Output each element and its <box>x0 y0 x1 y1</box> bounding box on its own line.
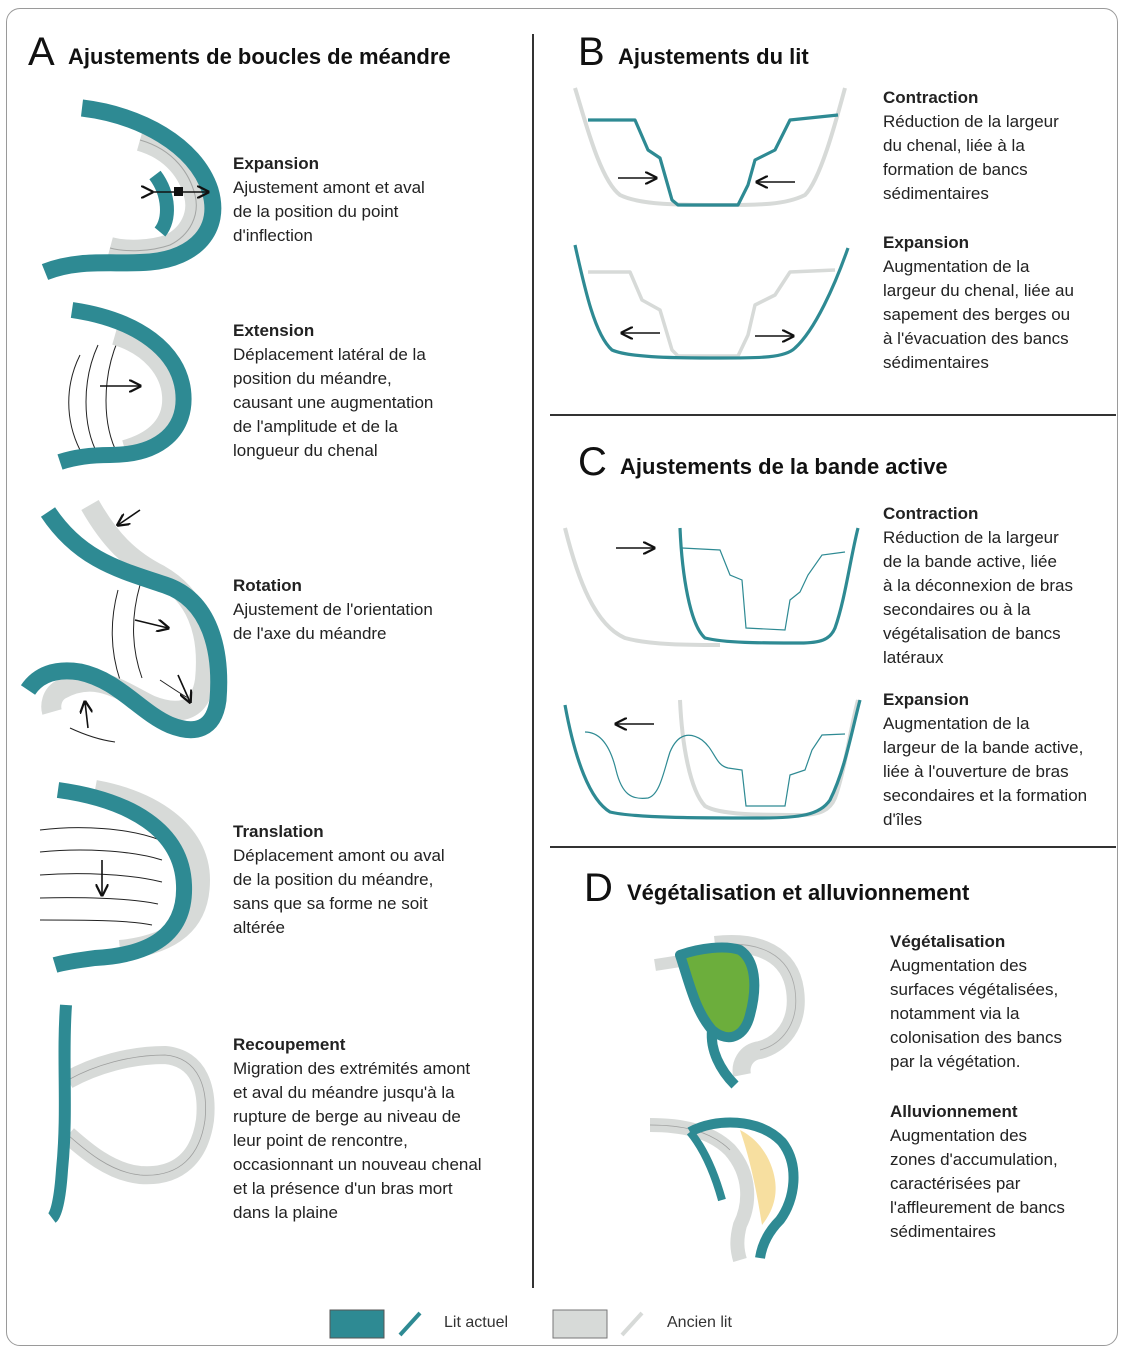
legend-current-label: Lit actuel <box>444 1314 508 1332</box>
legend-current-swatch <box>330 1310 384 1338</box>
legend-former-line <box>622 1313 642 1335</box>
legend-former-swatch <box>553 1310 607 1338</box>
legend-former-label: Ancien lit <box>667 1314 732 1332</box>
legend-current-line <box>400 1313 420 1335</box>
